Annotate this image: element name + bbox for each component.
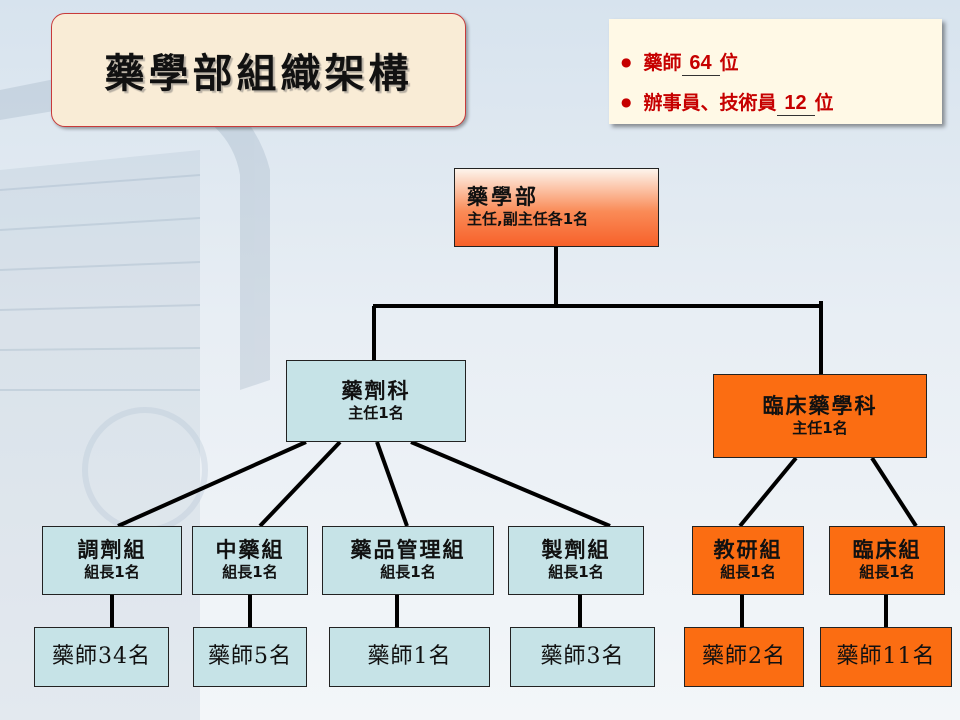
node-staff-preparation: 藥師3名 <box>510 627 655 687</box>
bullet-icon: ● <box>621 55 632 69</box>
staff-count: 藥師5名 <box>208 643 292 669</box>
page-title: 藥學部組織架構 <box>104 51 413 97</box>
pharmacist-count: 64 <box>681 52 720 76</box>
node-pharmacy-department: 藥學部 主任,副主任各1名 <box>454 168 659 247</box>
group-title: 調劑組 <box>77 538 147 563</box>
node-group-preparation: 製劑組 組長1名 <box>508 526 644 595</box>
clerk-count-line: ● 辦事員、技術員 12 位 <box>621 88 834 116</box>
clerk-label: 辦事員、技術員 <box>643 92 777 114</box>
node-title: 藥劑科 <box>341 378 411 403</box>
staff-count: 藥師34名 <box>52 643 151 669</box>
clerk-unit: 位 <box>814 92 834 114</box>
node-staff-dispensing: 藥師34名 <box>34 627 169 687</box>
staff-count: 藥師2名 <box>702 643 786 669</box>
pharmacist-label: 藥師 <box>643 52 682 74</box>
node-head-count: 主任,副主任各1名 <box>467 210 589 229</box>
group-leader: 組長1名 <box>380 563 436 582</box>
staff-count: 藥師1名 <box>367 643 452 669</box>
bullet-icon: ● <box>621 95 632 109</box>
node-clinical-pharmacy-division: 臨床藥學科 主任1名 <box>713 374 927 458</box>
node-group-clinical: 臨床組 組長1名 <box>829 526 945 595</box>
node-group-chinese-medicine: 中藥組 組長1名 <box>192 526 308 595</box>
group-leader: 組長1名 <box>720 563 776 582</box>
group-title: 中藥組 <box>215 538 285 563</box>
node-title: 藥學部 <box>467 185 539 210</box>
node-staff-clinical: 藥師11名 <box>820 627 952 687</box>
node-group-dispensing: 調劑組 組長1名 <box>42 526 182 595</box>
group-title: 製劑組 <box>541 538 611 563</box>
node-staff-drug-management: 藥師1名 <box>329 627 490 687</box>
pharmacist-unit: 位 <box>719 52 739 74</box>
staff-summary-box: ● 藥師 64 位 ● 辦事員、技術員 12 位 <box>609 19 942 124</box>
node-group-drug-management: 藥品管理組 組長1名 <box>322 526 494 595</box>
group-leader: 組長1名 <box>222 563 278 582</box>
node-group-teaching-research: 教研組 組長1名 <box>692 526 804 595</box>
group-leader: 組長1名 <box>548 563 604 582</box>
clerk-count: 12 <box>776 92 815 116</box>
staff-count: 藥師11名 <box>836 643 936 669</box>
group-leader: 組長1名 <box>84 563 140 582</box>
staff-count: 藥師3名 <box>540 643 625 669</box>
node-head-count: 主任1名 <box>792 418 848 437</box>
group-leader: 組長1名 <box>859 563 915 582</box>
node-head-count: 主任1名 <box>348 403 404 422</box>
title-box: 藥學部組織架構 <box>51 13 466 127</box>
node-staff-chinese-medicine: 藥師5名 <box>193 627 307 687</box>
pharmacist-count-line: ● 藥師 64 位 <box>621 48 739 76</box>
group-title: 臨床組 <box>852 538 922 563</box>
group-title: 教研組 <box>713 538 783 563</box>
node-staff-teaching-research: 藥師2名 <box>684 627 804 687</box>
node-dispensing-division: 藥劑科 主任1名 <box>286 360 466 442</box>
group-title: 藥品管理組 <box>350 538 466 563</box>
node-title: 臨床藥學科 <box>762 393 878 418</box>
